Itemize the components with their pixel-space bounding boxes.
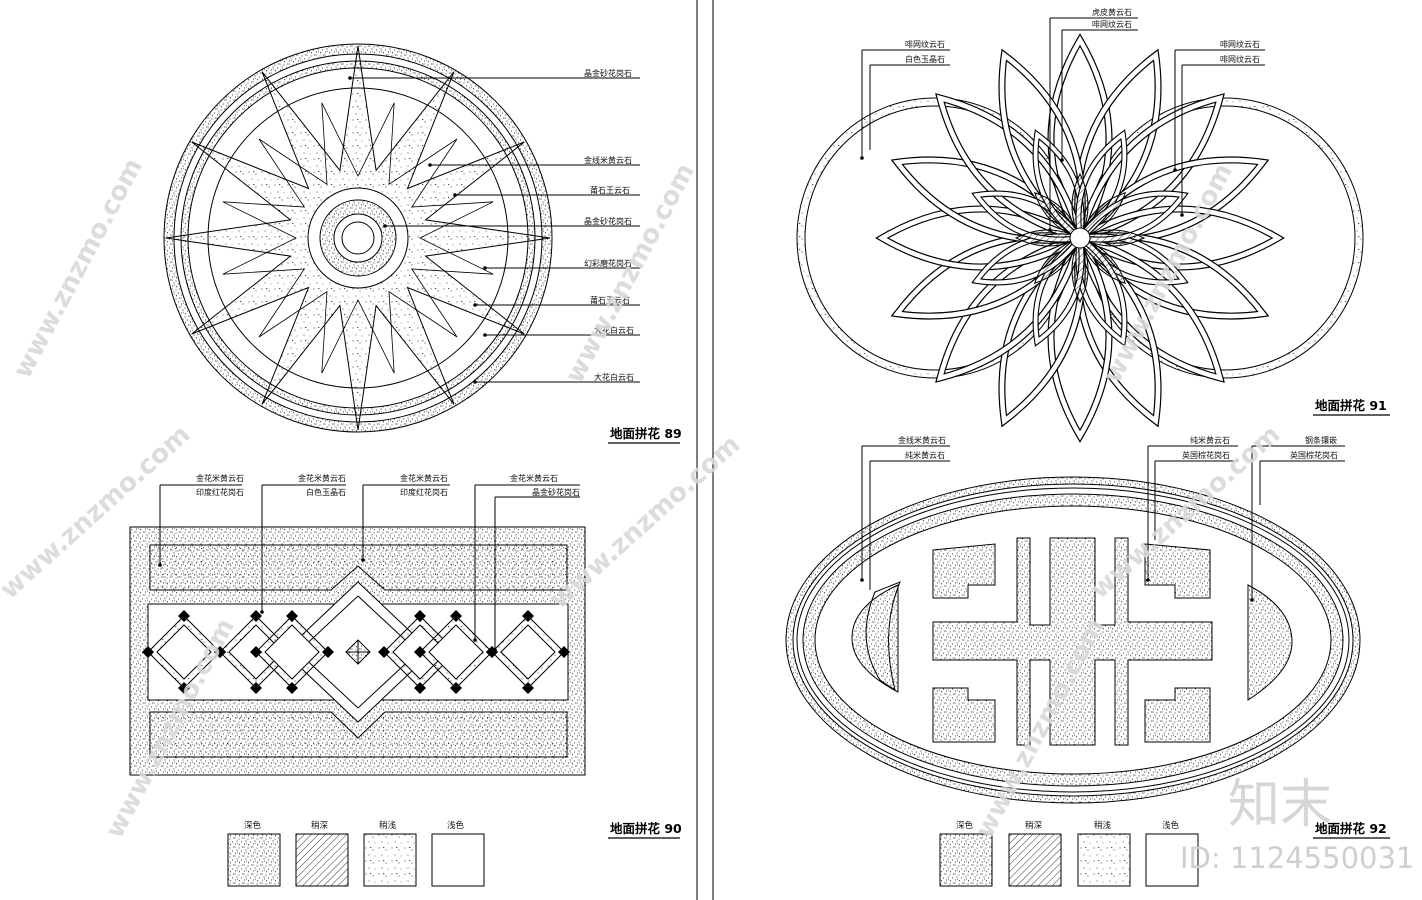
pattern-92 <box>785 476 1361 804</box>
callouts-90: 金花米黄云石 金花米黄云石 金花米黄云石 金花米黄云石 印度红花岗石 白色玉晶石… <box>158 473 580 652</box>
callout-92-4: 英国棕花岗石 <box>1182 450 1230 460</box>
watermark-text-2: www.znzmo.com <box>560 159 701 389</box>
callout-89-4: 晶金砂花岗石 <box>584 216 632 226</box>
pattern-90 <box>129 526 586 776</box>
callout-91-2: 啡网纹云石 <box>1092 19 1132 29</box>
diamond-row <box>142 610 570 694</box>
brand-watermark: 知末 <box>1228 775 1332 835</box>
black-key-square <box>378 646 390 658</box>
black-key-square <box>142 646 154 658</box>
black-key-square <box>450 610 462 622</box>
callout-89-3: 莆石王云石 <box>590 185 630 195</box>
callout-90-top-2: 金花米黄云石 <box>298 473 346 483</box>
callouts-92: 金线米黄云石 纯米黄云石 纯米黄云石 英国棕花岗石 钢条镶嵌 英国棕花岗石 <box>860 435 1345 602</box>
callout-90-top-3: 金花米黄云石 <box>400 473 448 483</box>
title-89: 地面拼花 89 <box>610 426 682 441</box>
flower-petal-hatched <box>1033 191 1081 239</box>
callout-89-1: 晶金砂花岗石 <box>584 68 632 78</box>
flower-petal-hatched <box>1033 237 1081 285</box>
id-watermark: ID: 1124550031 <box>1180 841 1414 875</box>
legend-90: 深色 稍深 稍浅 浅色 <box>227 820 485 887</box>
watermark-text-5: www.znzmo.com <box>545 429 747 615</box>
title-92: 地面拼花 92 <box>1315 821 1387 836</box>
callout-89-6: 莆石王云石 <box>590 295 630 305</box>
legend-90-dark: 深色 <box>244 820 262 831</box>
callouts-89: 晶金砂花岗石 金线米黄云石 莆石王云石 晶金砂花岗石 幻彩磨花岗石 莆石王云石 … <box>348 68 640 384</box>
pattern-91 <box>796 33 1364 443</box>
black-key-square <box>178 682 190 694</box>
callout-92-2: 纯米黄云石 <box>905 450 945 460</box>
watermark-text-1: www.znzmo.com <box>8 154 149 384</box>
callout-90-bottom-2: 白色玉晶石 <box>306 487 346 497</box>
inlay-diamond-inner <box>264 624 320 680</box>
callout-92-6: 英国棕花岗石 <box>1290 450 1338 460</box>
black-key-square <box>250 646 262 658</box>
callout-90-top-1: 金花米黄云石 <box>196 473 244 483</box>
inlay-diamond-inner <box>428 624 484 680</box>
legend-92-dark: 深色 <box>956 820 974 831</box>
black-key-square <box>214 646 226 658</box>
legend-92: 深色 稍深 稍浅 浅色 <box>939 820 1199 887</box>
black-key-square <box>522 610 534 622</box>
title-91: 地面拼花 91 <box>1315 398 1387 413</box>
callout-91-3: 啡网纹云石 <box>905 39 945 49</box>
flower-petal-hatched <box>1078 229 1146 247</box>
callouts-91: 虎皮黄云石 啡网纹云石 啡网纹云石 白色玉晶石 啡网纹云石 啡网纹云石 <box>860 7 1265 232</box>
flower-petal-hatched <box>1014 229 1082 247</box>
callout-89-8: 大花白云石 <box>594 372 634 382</box>
callout-90-bottom-3: 印度红花岗石 <box>400 487 448 497</box>
black-key-square <box>522 682 534 694</box>
callout-90-bottom-1: 印度红花岗石 <box>196 487 244 497</box>
black-key-square <box>286 610 298 622</box>
callout-89-2: 金线米黄云石 <box>584 155 632 165</box>
black-key-square <box>178 610 190 622</box>
legend-92-mid-dark: 稍深 <box>1025 820 1043 831</box>
callout-90-top-4: 金花米黄云石 <box>510 473 558 483</box>
black-key-square <box>414 610 426 622</box>
legend-92-mid-light: 稍浅 <box>1094 820 1112 831</box>
black-key-square <box>414 646 426 658</box>
lattice-petal-gap <box>936 94 1084 242</box>
callout-90-bottom-4: 晶金砂花岗石 <box>532 487 580 497</box>
flower-petal-hatched <box>1071 172 1089 240</box>
black-key-square <box>250 610 262 622</box>
legend-90-mid-dark: 稍深 <box>311 820 329 831</box>
callout-92-3: 纯米黄云石 <box>1190 435 1230 445</box>
legend-92-light: 浅色 <box>1162 820 1180 831</box>
callout-91-4: 白色玉晶石 <box>905 54 945 64</box>
callout-92-1: 金线米黄云石 <box>898 435 946 445</box>
title-90: 地面拼花 90 <box>610 821 682 836</box>
black-key-square <box>450 682 462 694</box>
callout-91-5: 啡网纹云石 <box>1220 39 1260 49</box>
black-key-square <box>414 682 426 694</box>
flower-petal-hatched <box>1079 191 1127 239</box>
legend-90-mid-light: 稍浅 <box>379 820 397 831</box>
callout-92-5: 钢条镶嵌 <box>1305 435 1337 445</box>
flower-petal-hatched <box>1079 237 1127 285</box>
black-key-square <box>558 646 570 658</box>
pattern-89 <box>163 43 553 433</box>
lotus-star-lattice <box>875 33 1285 443</box>
callout-89-5: 幻彩磨花岗石 <box>584 258 632 268</box>
inlay-diamond-inner <box>500 624 556 680</box>
callout-89-7: 大花白云石 <box>594 325 634 335</box>
callout-91-6: 啡网纹云石 <box>1220 54 1260 64</box>
black-key-square <box>286 682 298 694</box>
compass-star-inner <box>222 102 494 374</box>
black-key-square <box>322 646 334 658</box>
legend-90-light: 浅色 <box>447 820 465 831</box>
flower-petal-hatched <box>1071 236 1089 304</box>
callout-91-1: 虎皮黄云石 <box>1092 7 1132 17</box>
black-key-square <box>250 682 262 694</box>
lattice-petal-gap <box>999 50 1085 243</box>
inlay-diamond-inner <box>156 624 212 680</box>
